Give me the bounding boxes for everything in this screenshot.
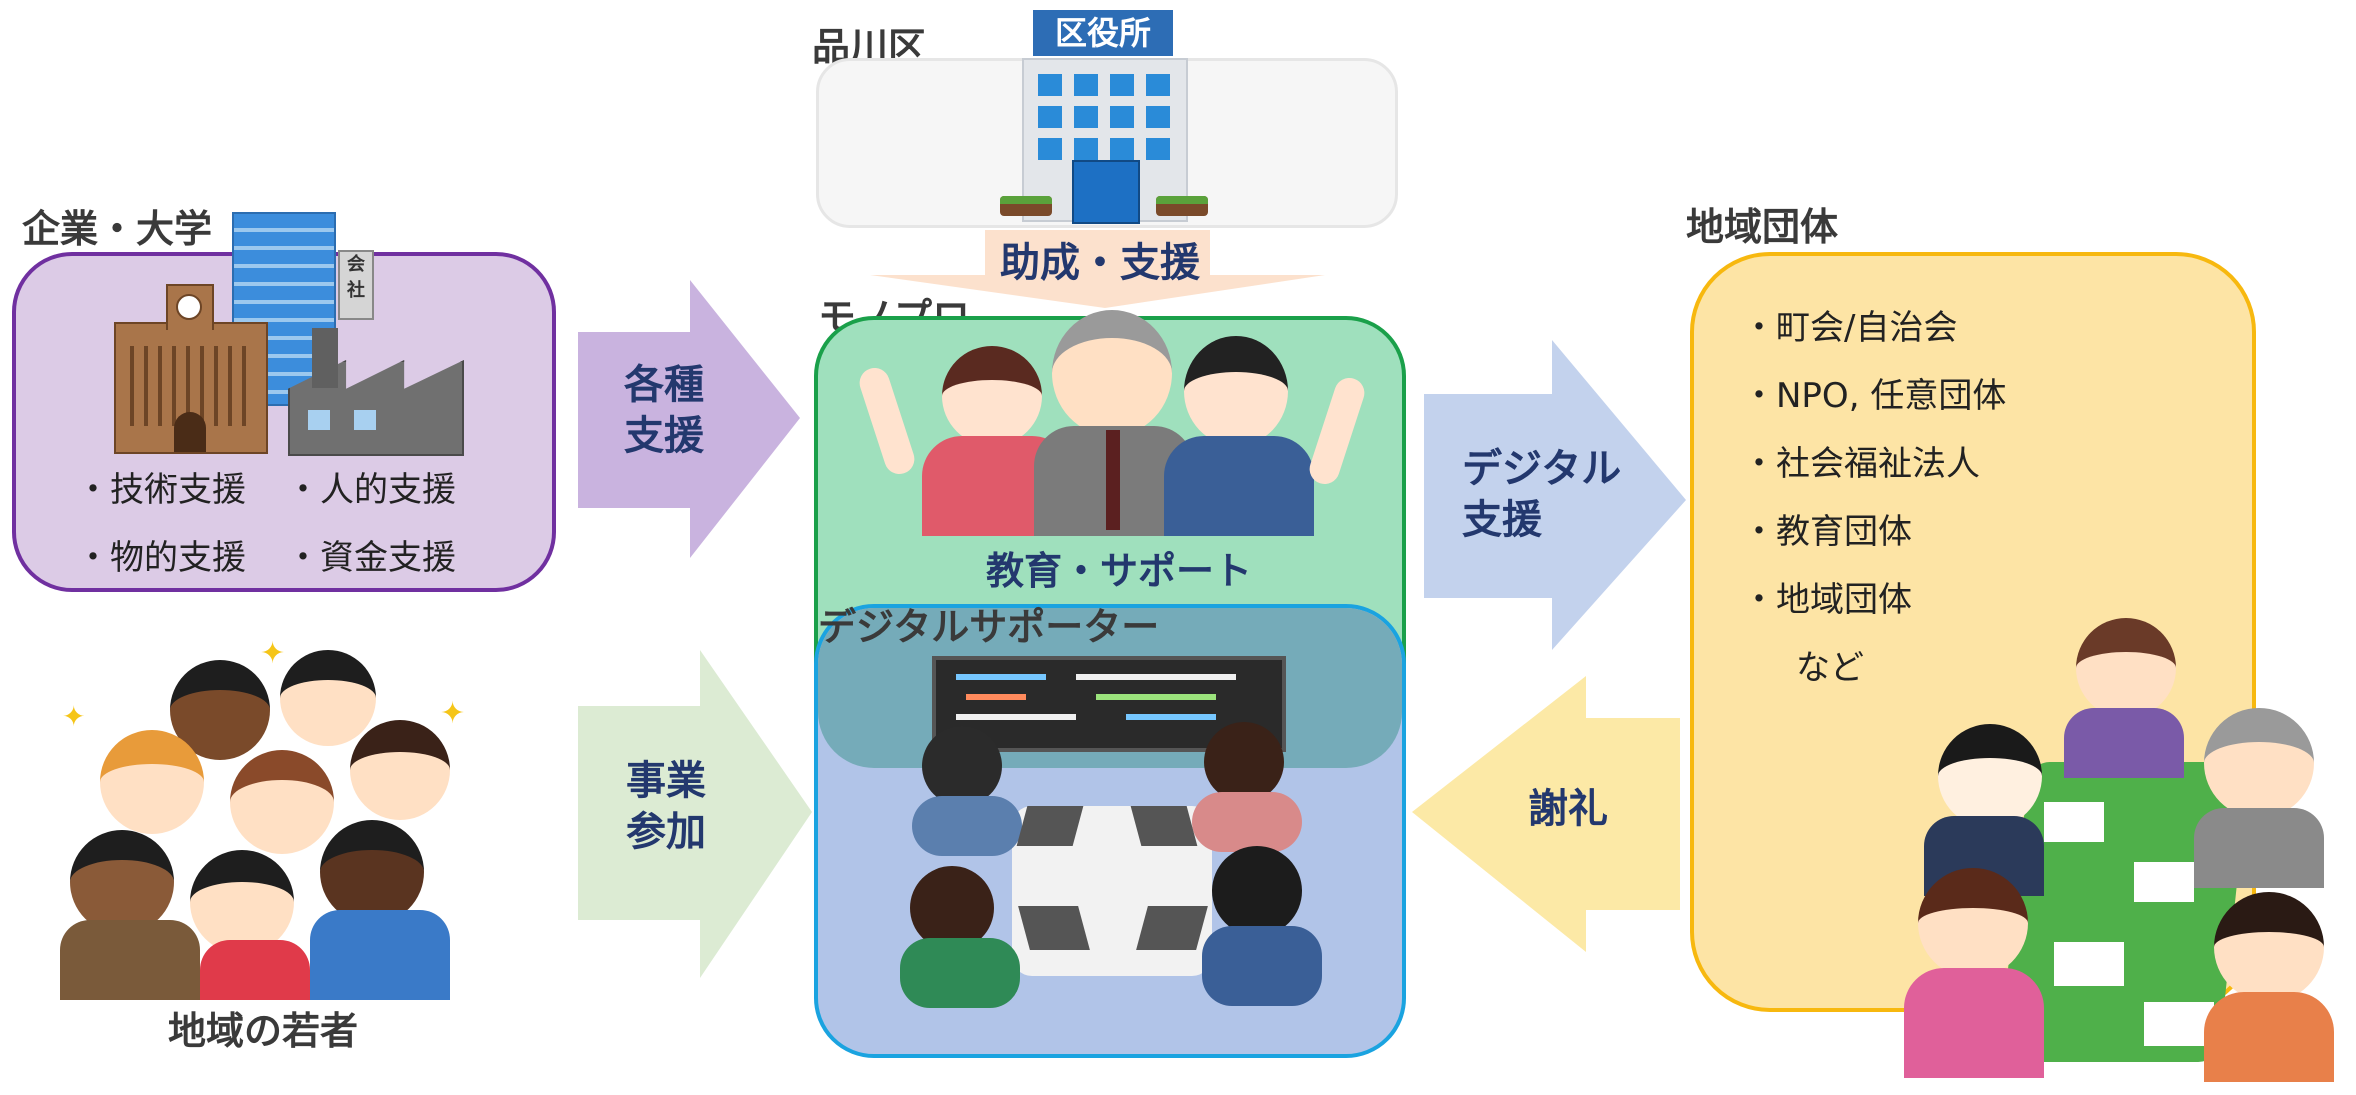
community-item: など bbox=[1796, 648, 1864, 688]
support-arrow-label: 各種 支援 bbox=[624, 362, 704, 460]
company-item: ・技術支援 bbox=[76, 470, 246, 510]
community-item: ・NPO, 任意団体 bbox=[1742, 376, 2007, 416]
company-item: ・資金支援 bbox=[286, 538, 456, 578]
thanks-arrow-label: 謝礼 bbox=[1528, 786, 1608, 832]
monopro-caption: 教育・サポート bbox=[986, 549, 1253, 593]
company-item: ・人的支援 bbox=[286, 470, 456, 510]
community-item: ・地域団体 bbox=[1742, 580, 1912, 620]
coding-team-icon bbox=[892, 656, 1332, 1026]
grant-arrow-label: 助成・支援 bbox=[1000, 240, 1200, 286]
company-buildings-icon: 会 社 bbox=[112, 210, 466, 460]
company-label: 企業・大学 bbox=[22, 207, 213, 251]
ward-office-building-icon: 区役所 bbox=[1000, 10, 1210, 224]
youth-label: 地域の若者 bbox=[168, 1009, 359, 1053]
community-label: 地域団体 bbox=[1686, 205, 1839, 249]
participation-arrow-label: 事業 参加 bbox=[626, 758, 706, 856]
youth-group-icon: ✦ ✦ ✦ bbox=[60, 636, 510, 1000]
digital-supporter-label: デジタルサポーター bbox=[818, 605, 1160, 649]
company-sign: 会 社 bbox=[338, 250, 374, 320]
digital-support-arrow-label: デジタル 支援 bbox=[1462, 446, 1622, 544]
meeting-group-icon bbox=[1904, 612, 2344, 1088]
staff-group-icon bbox=[855, 306, 1369, 536]
community-items: ・町会/自治会 ・NPO, 任意団体 ・社会福祉法人 ・教育団体 ・地域団体 な… bbox=[1742, 294, 2162, 702]
company-items: ・技術支援 ・人的支援 ・物的支援 ・資金支援 bbox=[76, 456, 496, 592]
community-item: ・社会福祉法人 bbox=[1742, 444, 1980, 484]
community-item: ・教育団体 bbox=[1742, 512, 1912, 552]
community-item: ・町会/自治会 bbox=[1742, 308, 1958, 348]
company-item: ・物的支援 bbox=[76, 538, 246, 578]
ward-office-sign: 区役所 bbox=[1033, 10, 1173, 56]
